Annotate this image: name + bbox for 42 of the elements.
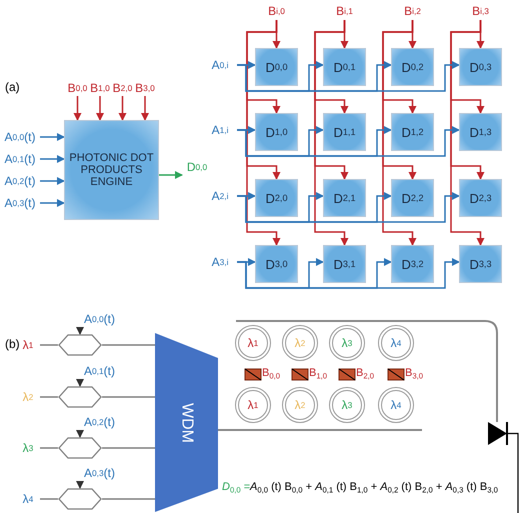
modulator-hexagon — [58, 488, 102, 510]
arrow — [74, 96, 82, 121]
processor-box: PHOTONIC DOT PRODUCTS ENGINE — [64, 120, 159, 220]
waveguide-line — [102, 498, 155, 500]
arrow — [237, 258, 460, 289]
waveguide-line — [102, 447, 155, 449]
panel-label: (b) — [5, 337, 20, 351]
arrow — [237, 126, 460, 157]
waveguide-line — [40, 344, 58, 346]
arrow — [450, 20, 484, 246]
waveguide-line — [40, 498, 58, 500]
waveguide-line — [40, 447, 58, 449]
arrow — [76, 379, 84, 387]
arrow — [237, 61, 460, 92]
heater-label: B$_{2,0}$ — [356, 367, 374, 380]
heater-label: B$_{1,0}$ — [309, 367, 328, 380]
arrow — [40, 133, 65, 141]
arrow — [40, 177, 65, 185]
arrow — [118, 96, 126, 121]
arrow — [76, 481, 84, 489]
modulator-hexagon — [58, 386, 102, 408]
modulator-hexagon — [58, 334, 102, 356]
multiplexer-block: WDM — [155, 333, 218, 512]
heater-label: B$_{3,0}$ — [405, 367, 424, 380]
arrow — [314, 20, 348, 246]
arrow — [40, 199, 65, 207]
arrow — [237, 192, 460, 223]
waveguide-line — [40, 396, 58, 398]
arrow — [96, 96, 104, 121]
arrow — [159, 171, 183, 179]
waveguide-line — [102, 344, 155, 346]
arrow — [76, 327, 84, 335]
panel-label: (a) — [5, 80, 20, 94]
heater-label: B$_{0,0}$ — [262, 367, 280, 380]
waveguide-line — [102, 396, 155, 398]
arrow — [382, 20, 416, 246]
arrow — [76, 430, 84, 438]
arrow — [141, 96, 149, 121]
arrow — [40, 155, 65, 163]
modulator-hexagon — [58, 437, 102, 459]
arrow — [246, 20, 280, 246]
equation-text: A$_{0,0}$ (t) B$_{0,0}$ + A$_{0,1}$ (t) B$_{1,0}$ + A$_{0,2}$ (t) B$_{2,0}$ + A$_{0,3}$ (t) B$_{3,0}$ — [250, 481, 498, 494]
